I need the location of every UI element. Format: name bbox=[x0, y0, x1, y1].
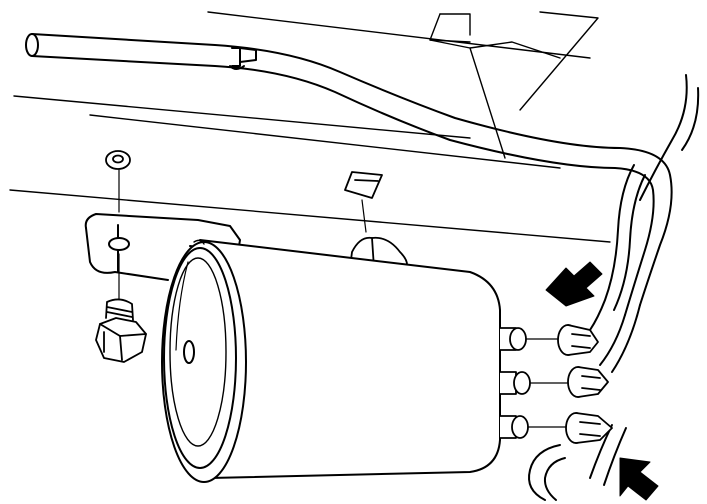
mounting-bracket bbox=[84, 213, 241, 281]
mounting-bolt bbox=[95, 253, 147, 363]
vapor-canister bbox=[161, 239, 501, 483]
body-panel-lines bbox=[9, 11, 611, 243]
arrow-lower bbox=[619, 457, 659, 501]
vapor-lines bbox=[25, 33, 700, 501]
arrow-upper bbox=[545, 261, 603, 307]
retaining-clip bbox=[344, 171, 409, 271]
washer bbox=[105, 150, 131, 213]
hose-connectors bbox=[499, 324, 613, 444]
direction-arrows bbox=[545, 261, 659, 501]
